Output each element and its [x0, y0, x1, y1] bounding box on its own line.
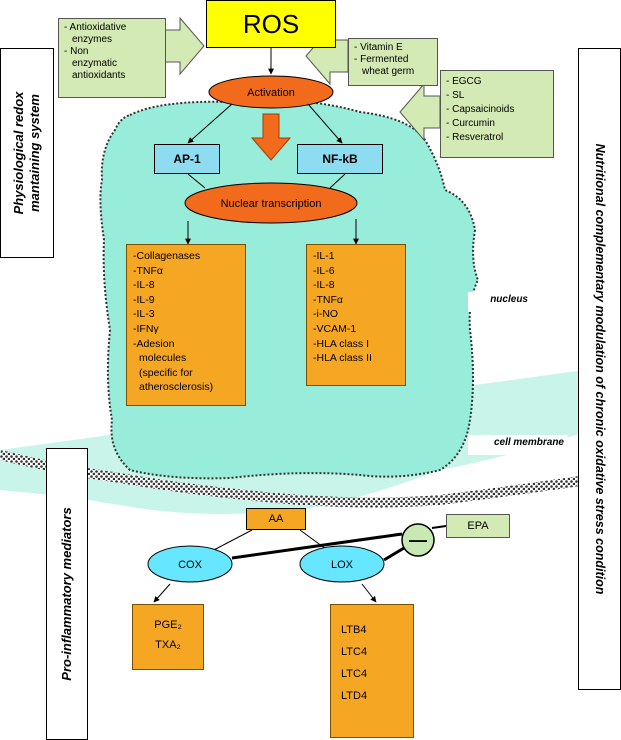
pro-inflammatory-label-box: Pro-inflammatory mediators	[46, 448, 88, 740]
lox-products-box: LTB4 LTC4 LTC4 LTD4	[330, 604, 414, 738]
nutritional-modulation-label-box: Nutritional complementary modulation of …	[578, 48, 621, 690]
epa-box: EPA	[446, 514, 510, 538]
physiological-redox-label-box: Physiological redox mantaining system	[0, 48, 54, 258]
physiological-redox-label: Physiological redox mantaining system	[11, 91, 42, 215]
arrow-nutrients	[399, 82, 441, 142]
nfkb-box: NF-kB	[297, 144, 383, 174]
line-epa-inhibitor	[431, 525, 447, 529]
physiological-antioxidants-box: - Antioxidative enzymes - Non enzymatic …	[58, 18, 166, 98]
nfkb-genes-box: -IL-1 -IL-6 -IL-8 -TNFα -i-NO -VCAM-1 -H…	[306, 244, 406, 386]
big-down-arrow	[250, 113, 292, 161]
arrow-activation-nfkb	[307, 103, 343, 144]
vitamin-e-box: - Vitamin E - Fermented wheat germ	[348, 38, 438, 86]
aa-box: AA	[246, 508, 306, 530]
nuclear-transcription-ellipse	[184, 182, 358, 224]
cox-label: COX	[178, 559, 203, 571]
arrow-activation-ap1	[187, 103, 233, 144]
nutritional-modulation-label: Nutritional complementary modulation of …	[592, 143, 607, 595]
ap1-genes-box: -Collagenases -TNFα -IL-8 -IL-9 -IL-3 -I…	[126, 244, 246, 406]
nuclear-transcription-label: Nuclear transcription	[221, 198, 322, 210]
arrow-physiological	[164, 16, 205, 76]
ap1-box: AP-1	[154, 144, 220, 174]
cell-membrane-dotted-line	[0, 450, 601, 508]
cox-ellipse	[147, 545, 233, 583]
activation-ellipse	[208, 75, 334, 109]
arrow-lox-products	[361, 583, 377, 603]
line-ap1-transcription	[187, 173, 206, 189]
inhibit-circle	[401, 523, 435, 557]
line-aa-cox	[209, 529, 253, 553]
lox-label: LOX	[331, 559, 354, 571]
lox-ellipse	[299, 545, 385, 583]
activation-label: Activation	[247, 87, 295, 99]
ros-box: ROS	[206, 0, 336, 48]
pro-inflammatory-label: Pro-inflammatory mediators	[59, 507, 74, 681]
cox-products-box: PGE₂ TXA₂	[132, 604, 204, 670]
inhibit-symbol: —	[409, 530, 427, 550]
cell-membrane-label: cell membrane	[468, 435, 568, 455]
nucleus-label: nucleus	[468, 292, 532, 312]
arrow-cox-products	[153, 583, 171, 603]
inhibit-line-cox	[231, 532, 403, 560]
inhibit-line-lox	[383, 546, 405, 562]
line-nfkb-transcription	[329, 173, 346, 189]
nutrients-box: - EGCG - SL - Capsaicinoids - Curcumin -…	[440, 70, 554, 158]
